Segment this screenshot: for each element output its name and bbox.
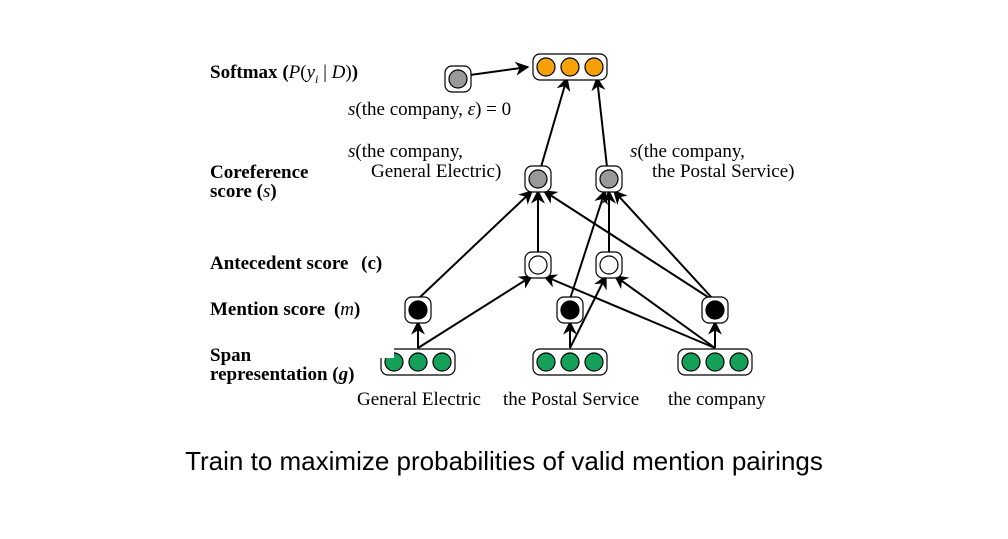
mention-var: m <box>340 299 355 320</box>
epsilon-symbol: ε <box>467 99 476 120</box>
edge-epsilon-to-softmax <box>469 61 530 76</box>
edge-score-ge-to-softmax <box>540 76 571 168</box>
edge-mention-co-to-score-ps <box>613 189 714 300</box>
edges <box>411 61 722 349</box>
softmax-layer-label: Softmax (P(yi | D)) <box>210 63 358 89</box>
edge-span-co-to-antecedent-ge <box>542 274 716 349</box>
span-label-word: representation <box>210 364 328 385</box>
epsilon-tail: ) = 0 <box>475 99 512 120</box>
coreference-score-node-ps <box>595 165 623 193</box>
nodes <box>380 53 753 376</box>
score-ps-args1: (the company, <box>637 141 745 162</box>
coreference-layer-label: Coreference score (s) <box>210 163 308 201</box>
coreference-score-node-ps-unit <box>599 169 619 189</box>
softmax-subscript: i <box>315 71 319 86</box>
coreference-label-word: score <box>210 181 252 202</box>
edge-score-ps-to-softmax <box>591 76 608 168</box>
antecedent-score-node-ge-unit <box>528 255 548 275</box>
antecedent-score-node-ps <box>595 251 623 279</box>
antecedent-var: (c) <box>361 253 383 274</box>
coreference-var: s <box>262 181 271 202</box>
span-representation-node-unit <box>408 352 428 372</box>
softmax-node-unit <box>560 57 580 77</box>
span-label-line1: Span <box>210 345 252 366</box>
epsilon-score-annotation: s(the company, ε) = 0 <box>348 100 511 120</box>
mention-score-node-unit <box>408 300 428 320</box>
coreference-label-line2: score (s) <box>210 181 277 202</box>
span-representation-node-unit <box>681 352 701 372</box>
caption: Train to maximize probabilities of valid… <box>185 446 823 476</box>
span-var: g <box>338 364 349 385</box>
softmax-node-unit <box>536 57 556 77</box>
mention-score-node-unit <box>705 300 725 320</box>
score-ps-line2: the Postal Service) <box>652 161 795 182</box>
coreference-label-line1: Coreference <box>210 162 309 183</box>
mention-score-node-unit <box>560 300 580 320</box>
edge-span-ps-to-antecedent-ps <box>569 274 607 349</box>
span-representation-node-unit <box>560 352 580 372</box>
softmax-label-text: Softmax <box>210 62 278 83</box>
mention-score-node <box>404 296 432 324</box>
antecedent-layer-label: Antecedent score (c) <box>210 254 382 273</box>
mention-label-text: Mention score <box>210 299 326 320</box>
mention-var-wrap: (m) <box>333 299 361 320</box>
softmax-formula: (P(yi | D)) <box>282 62 359 86</box>
softmax-node <box>532 53 608 81</box>
mention-score-node <box>556 296 584 324</box>
coreference-score-node-ge-unit <box>528 169 548 189</box>
span-text-the-company: the company <box>668 389 766 410</box>
softmax-node-unit <box>584 57 604 77</box>
score-fn: s <box>630 141 638 162</box>
score-ge-annotation: s(the company, General Electric) <box>348 142 501 182</box>
span-representation-node-unit <box>584 352 604 372</box>
span-notch <box>380 348 394 358</box>
mention-layer-label: Mention score (m) <box>210 300 360 319</box>
mention-score-node <box>701 296 729 324</box>
span-text-postal-service: the Postal Service <box>503 389 640 410</box>
span-layer-label: Span representation (g) <box>210 346 354 384</box>
score-fn: s <box>348 141 356 162</box>
span-representation-node <box>532 348 608 376</box>
coreference-score-node-ge <box>524 165 552 193</box>
span-text-general-electric: General Electric <box>357 389 481 410</box>
span-representation-node <box>380 348 456 376</box>
score-fn: s <box>348 99 356 120</box>
span-representation-node-unit <box>729 352 749 372</box>
antecedent-score-node-ge <box>524 251 552 279</box>
antecedent-score-node-ps-unit <box>599 255 619 275</box>
score-ps-annotation: s(the company, the Postal Service) <box>630 142 794 182</box>
epsilon-score-node-unit <box>448 69 468 89</box>
span-representation-node-unit <box>705 352 725 372</box>
span-representation-node-unit <box>536 352 556 372</box>
span-label-line2: representation (g) <box>210 364 355 385</box>
edge-span-co-to-antecedent-ps <box>613 275 716 349</box>
score-ge-line2: General Electric) <box>371 161 502 182</box>
edge-mention-co-to-score-ge <box>542 190 712 300</box>
epsilon-args: (the company, <box>355 99 468 120</box>
score-ge-args1: (the company, <box>355 141 463 162</box>
edge-mention-ge-to-score-ge <box>417 190 534 300</box>
antecedent-label-text: Antecedent score <box>210 253 349 274</box>
span-representation-node-unit <box>432 352 452 372</box>
edge-mention-ps-to-score-ps <box>569 189 608 300</box>
epsilon-score-node <box>444 65 472 93</box>
score-ps-line1: s(the company, <box>630 142 794 162</box>
score-ge-line1: s(the company, <box>348 142 501 162</box>
span-representation-node <box>677 348 753 376</box>
edge-span-ge-to-antecedent-ge <box>417 275 534 349</box>
